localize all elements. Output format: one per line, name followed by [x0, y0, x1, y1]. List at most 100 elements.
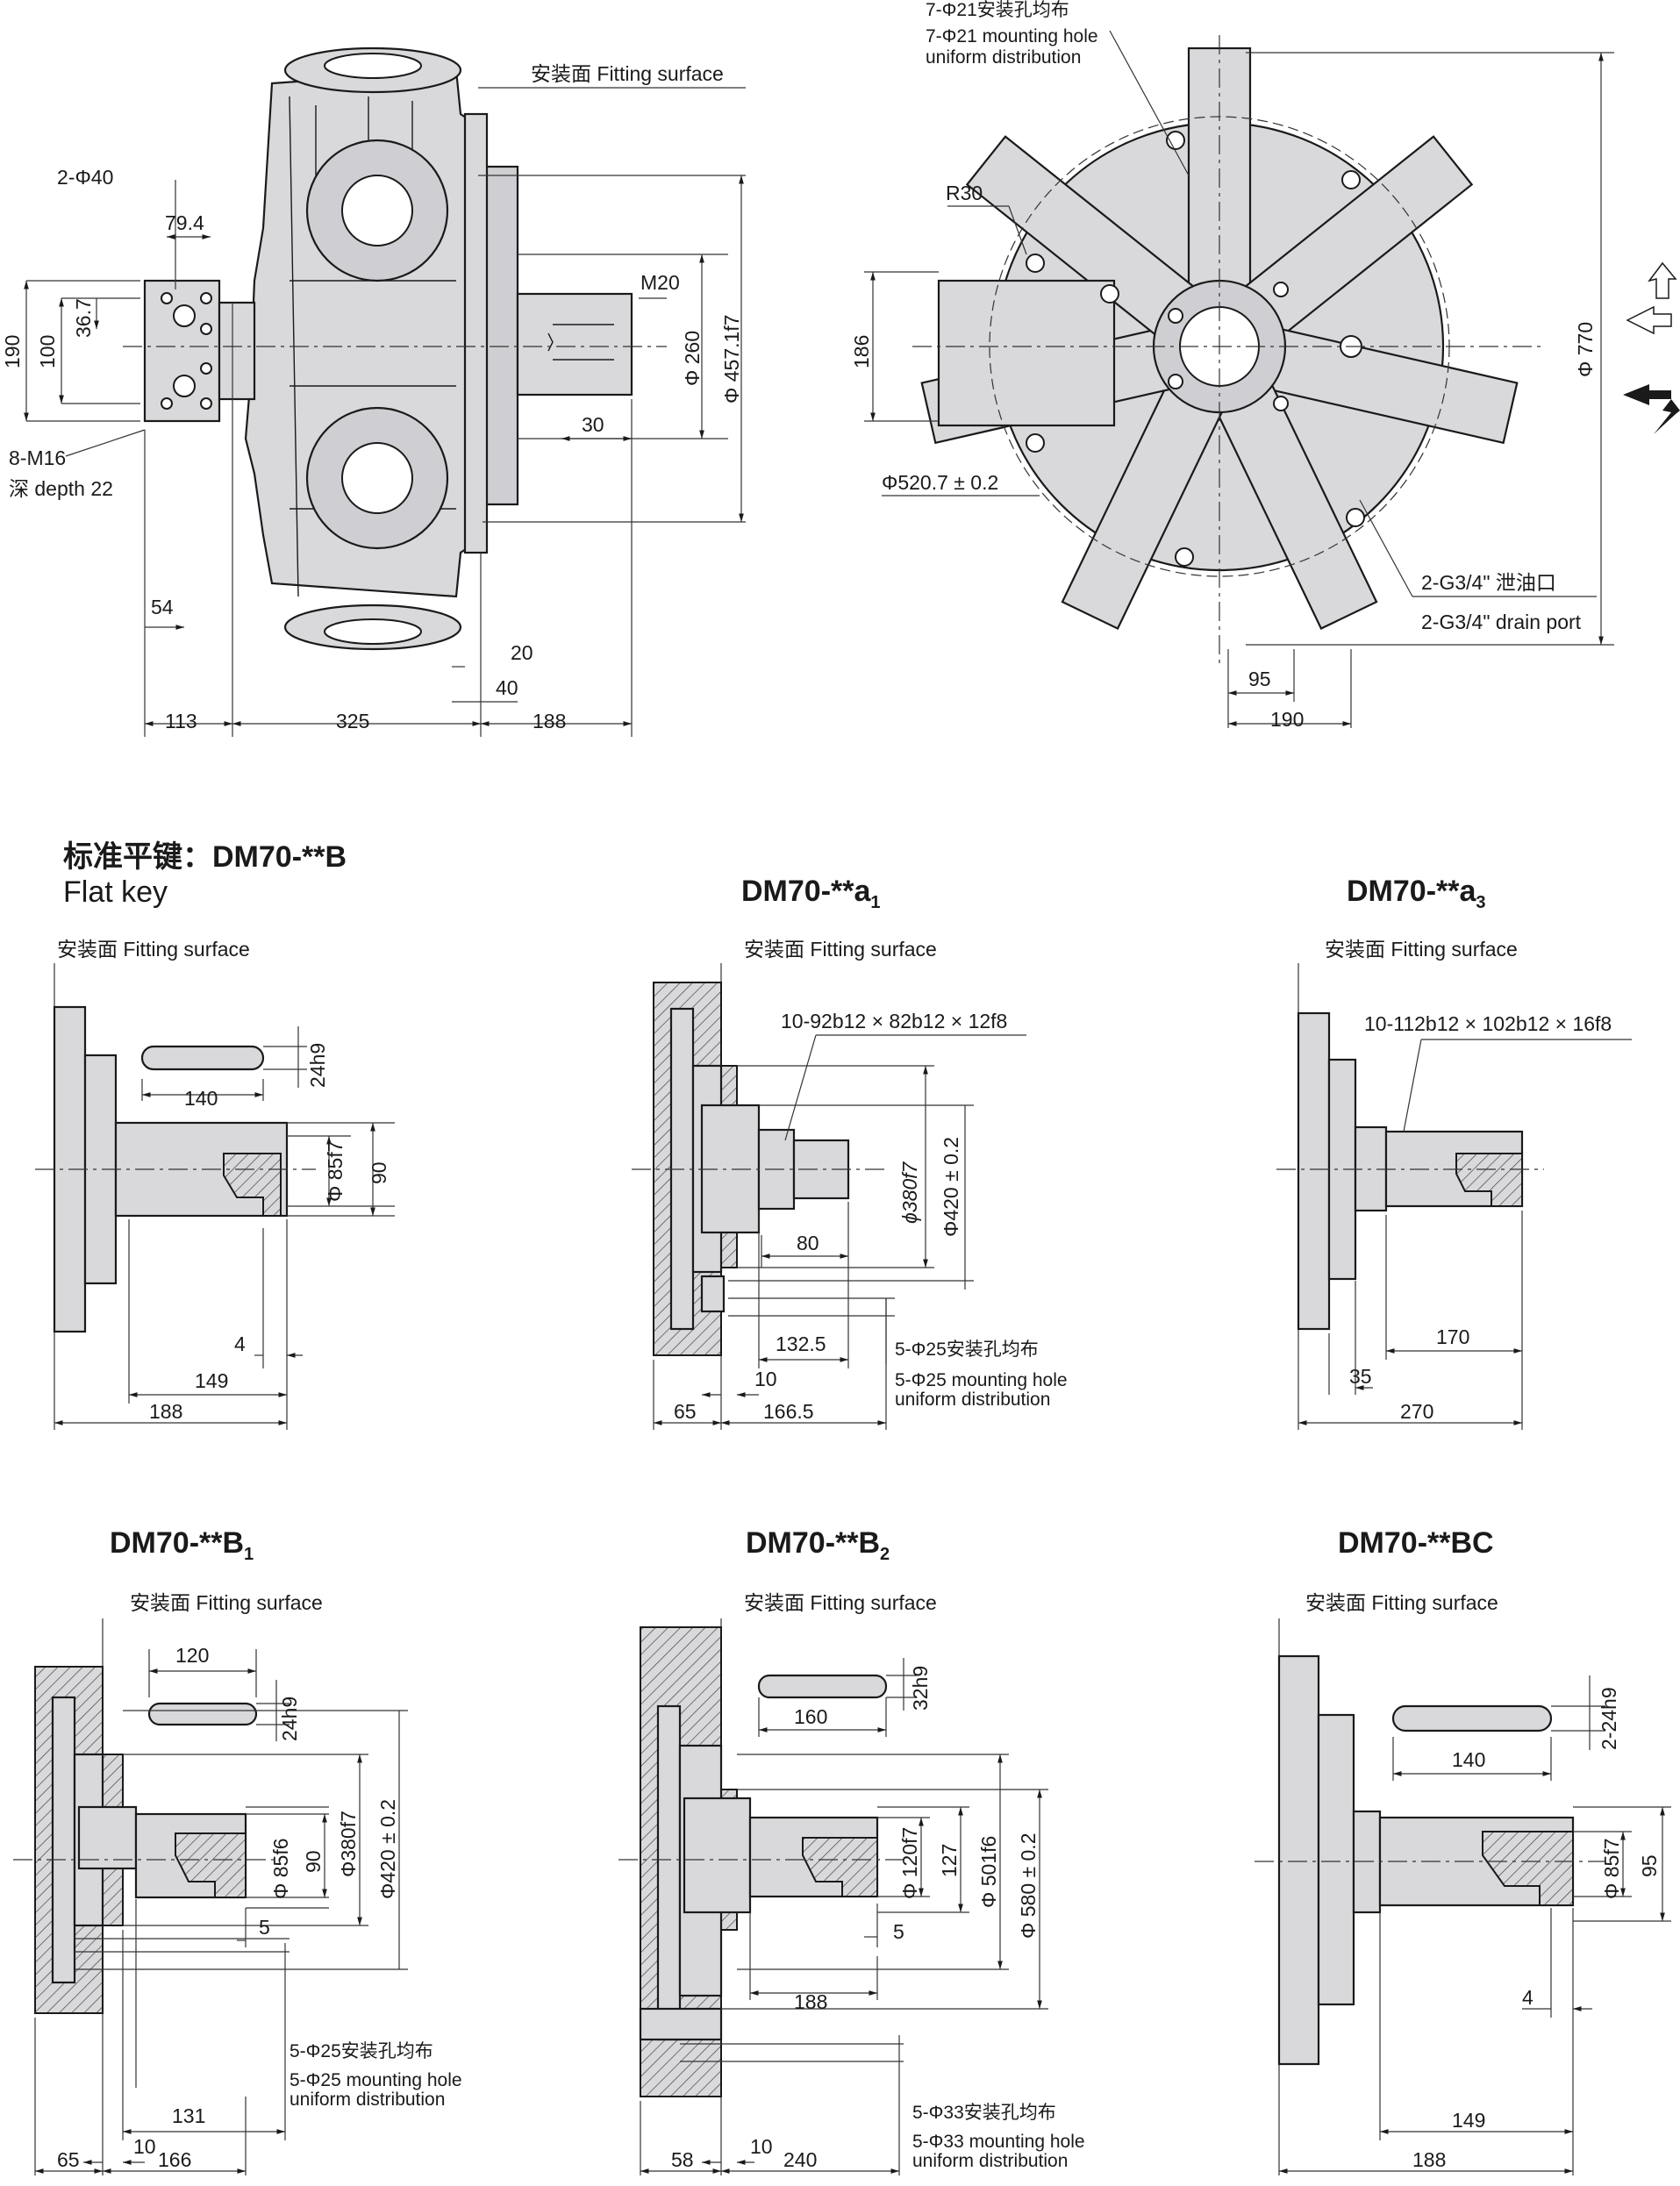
- variant-b2-dim-127: 127: [938, 1844, 961, 1877]
- variant-a3-dim-170: 170: [1436, 1325, 1469, 1348]
- side-dim-r30: R30: [946, 182, 983, 204]
- variant-dm70-bc: DM70-**BC 安装面 Fitting surface: [1255, 1526, 1671, 2175]
- variant-b1-dim-131: 131: [172, 2104, 205, 2127]
- variant-b2-dim-58: 58: [671, 2148, 694, 2171]
- variant-b-dim-4: 4: [234, 1332, 246, 1355]
- front-dim-54: 54: [151, 596, 174, 618]
- variant-a1-mount-en1: 5-Φ25 mounting hole: [895, 1370, 1068, 1390]
- variant-bc-title: DM70-**BC: [1338, 1526, 1494, 1560]
- side-dim-95: 95: [1248, 668, 1271, 690]
- variant-b1-title: DM70-**B1: [110, 1526, 254, 1564]
- variant-b-subtitle: Flat key: [63, 875, 168, 909]
- variant-dm70-b: 标准平键：DM70-**B Flat key 安装面 Fitting surfa…: [35, 840, 395, 1430]
- variant-a1-mount-cn: 5-Φ25安装孔均布: [895, 1339, 1039, 1360]
- variant-a3-dim-35: 35: [1349, 1365, 1372, 1388]
- variant-b1-dim-166: 166: [158, 2148, 191, 2171]
- variant-b2-fitting: 安装面 Fitting surface: [744, 1591, 937, 1614]
- variant-b-title: 标准平键：DM70-**B: [63, 840, 347, 874]
- front-dim-79-4: 79.4: [165, 211, 204, 234]
- variant-dm70-a3: DM70-**a3 安装面 Fitting surface 10-112b12 …: [1276, 875, 1632, 1430]
- variant-b1-dim-90: 90: [302, 1850, 325, 1873]
- variant-bc-dim-2-24h9: 2-24h9: [1598, 1687, 1620, 1750]
- side-dim-186: 186: [850, 335, 873, 368]
- variant-bc-dim-140: 140: [1452, 1748, 1485, 1771]
- variant-b2-dim-160: 160: [794, 1705, 827, 1728]
- side-mounting-en2: uniform distribution: [926, 47, 1081, 68]
- side-dim-190: 190: [1270, 708, 1304, 731]
- front-dim-depth22: 深 depth 22: [9, 477, 113, 500]
- variant-dm70-b2: DM70-**B2 安装面 Fitting surface: [618, 1526, 1085, 2175]
- variant-b1-dim-phi380: Φ380f7: [337, 1811, 360, 1877]
- variant-a1-dim-phi380: ϕ380f7: [898, 1161, 921, 1224]
- variant-b2-mount-en2: uniform distribution: [912, 2151, 1068, 2171]
- rotation-arrows-icon: [1623, 261, 1680, 434]
- side-drain-cn: 2-G3/4" 泄油口: [1421, 571, 1556, 594]
- variant-a1-dim-80: 80: [797, 1232, 819, 1254]
- variant-a1-dim-166-5: 166.5: [763, 1400, 814, 1423]
- front-dim-100: 100: [36, 335, 59, 368]
- variant-bc-dim-4: 4: [1522, 1986, 1533, 2009]
- variant-a1-fitting: 安装面 Fitting surface: [744, 938, 937, 961]
- variant-b-dim-188: 188: [149, 1400, 182, 1423]
- variant-b2-title: DM70-**B2: [746, 1526, 890, 1564]
- variant-a3-fitting: 安装面 Fitting surface: [1325, 938, 1518, 961]
- side-mounting-cn: 7-Φ21安装孔均布: [926, 0, 1069, 20]
- variant-b-dim-24h9: 24h9: [306, 1043, 329, 1088]
- variant-b1-mount-cn: 5-Φ25安装孔均布: [290, 2041, 433, 2061]
- front-dim-36-7: 36.7: [72, 298, 95, 338]
- variant-a3-spline: 10-112b12 × 102b12 × 16f8: [1364, 1012, 1612, 1035]
- variant-b2-dim-188: 188: [794, 1990, 827, 2013]
- variant-a1-dim-phi420: Φ420 ± 0.2: [940, 1137, 962, 1237]
- variant-bc-dim-149: 149: [1452, 2109, 1485, 2132]
- variant-b1-mount-en2: uniform distribution: [290, 2090, 445, 2110]
- variant-b1-dim-phi85: Φ 85f6: [269, 1838, 292, 1899]
- variant-dm70-b1: DM70-**B1 安装面 Fitting surface: [13, 1526, 462, 2175]
- variant-a1-title: DM70-**a1: [741, 875, 881, 912]
- variant-b1-dim-5: 5: [259, 1916, 270, 1939]
- front-dim-8-m16: 8-M16: [9, 446, 66, 469]
- variant-b1-dim-24h9: 24h9: [278, 1697, 301, 1741]
- variant-b2-dim-phi501: Φ 501f6: [977, 1836, 1000, 1908]
- variant-b2-dim-5: 5: [893, 1920, 904, 1943]
- side-dim-phi770: Φ 770: [1574, 322, 1597, 377]
- variant-b1-dim-65: 65: [57, 2148, 80, 2171]
- variant-b1-fitting: 安装面 Fitting surface: [130, 1591, 323, 1614]
- front-dim-188: 188: [533, 710, 566, 732]
- variant-b2-dim-32h9: 32h9: [909, 1666, 932, 1711]
- front-dim-190: 190: [1, 335, 24, 368]
- front-dim-20: 20: [511, 641, 533, 664]
- variant-a3-dim-270: 270: [1400, 1400, 1433, 1423]
- front-dim-325: 325: [336, 710, 369, 732]
- variant-b2-dim-phi580: Φ 580 ± 0.2: [1017, 1833, 1040, 1940]
- variant-a1-dim-10: 10: [754, 1368, 777, 1390]
- side-mounting-en1: 7-Φ21 mounting hole: [926, 26, 1098, 46]
- variant-b1-dim-10: 10: [133, 2135, 156, 2158]
- front-dim-m20: M20: [640, 271, 680, 294]
- variant-a3-title: DM70-**a3: [1347, 875, 1486, 912]
- variant-b-fitting: 安装面 Fitting surface: [57, 938, 250, 961]
- variant-b2-mount-cn: 5-Φ33安装孔均布: [912, 2103, 1056, 2123]
- side-drain-en: 2-G3/4" drain port: [1421, 611, 1582, 633]
- variant-b1-dim-phi420: Φ420 ± 0.2: [376, 1799, 399, 1899]
- variant-a1-mount-en2: uniform distribution: [895, 1389, 1050, 1410]
- front-dim-30: 30: [582, 413, 604, 436]
- variant-dm70-a1: DM70-**a1 安装面 Fitting surface: [632, 875, 1068, 1430]
- variant-b-dim-phi85: Φ 85f7: [324, 1140, 347, 1202]
- front-dim-113: 113: [165, 710, 197, 732]
- variant-b-dim-90: 90: [368, 1161, 390, 1184]
- variant-b2-dim-10: 10: [750, 2135, 773, 2158]
- variant-b-dim-149: 149: [195, 1369, 228, 1392]
- variant-bc-dim-188: 188: [1412, 2148, 1446, 2171]
- side-dim-phi520: Φ520.7 ± 0.2: [882, 471, 998, 494]
- variant-b2-mount-en1: 5-Φ33 mounting hole: [912, 2132, 1085, 2152]
- variant-a1-spline: 10-92b12 × 82b12 × 12f8: [781, 1010, 1007, 1032]
- variant-b1-dim-120: 120: [175, 1644, 209, 1667]
- side-view: 7-Φ21安装孔均布 7-Φ21 mounting hole uniform d…: [850, 0, 1680, 731]
- variant-bc-dim-95: 95: [1638, 1854, 1661, 1877]
- front-dim-phi260: Φ 260: [681, 331, 704, 386]
- front-view: 安装面 Fitting surface 2-Φ40 79.4 36.7 100 …: [1, 46, 746, 737]
- variant-b1-mount-en1: 5-Φ25 mounting hole: [290, 2070, 462, 2090]
- variant-a1-dim-65: 65: [674, 1400, 697, 1423]
- variant-b-dim-140: 140: [184, 1087, 218, 1110]
